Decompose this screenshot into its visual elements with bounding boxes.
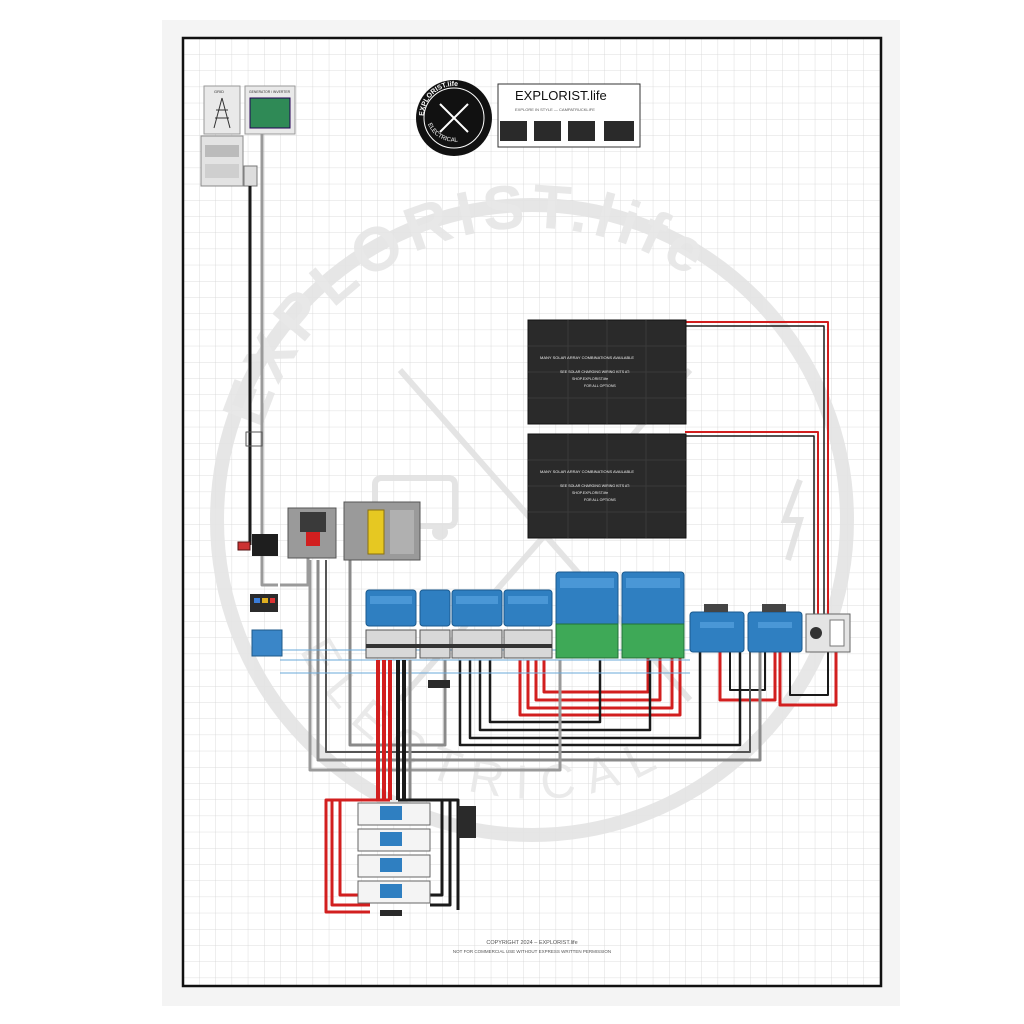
system-ground-symbol [428,680,450,688]
battery-4 [357,880,431,904]
ac-outlet [243,165,258,187]
distribution-panel-2 [343,501,421,561]
product-thumb-2 [534,121,561,141]
product-thumb-3 [568,121,595,141]
ac-breaker-panel [200,135,244,187]
watermark-bolt-icon [780,478,805,561]
solar-1-line-4: FOR ALL OPTIONS [584,384,616,388]
brand-title: EXPLORIST.life [515,88,607,103]
dc-components-left [237,534,283,657]
battery-isolator [252,534,278,556]
victron-orion-2 [419,589,451,627]
battery-1 [357,802,431,826]
sheet-border [181,36,883,988]
product-thumb-4 [604,121,634,141]
solar-charge-controller-2 [747,604,803,653]
grid-label: GRID [214,89,224,94]
brand-header: EXPLORIST.life ELECTRICAL EXPLORIST.life… [416,80,641,156]
solar-2-line-1: MANY SOLAR ARRAY COMBINATIONS AVAILABLE [540,469,634,474]
solar-1-line-3: SHOP.EXPLORIST.life [572,377,608,381]
busbar-row [365,629,553,659]
solar-disconnect [805,613,851,653]
victron-orion-4 [503,589,553,627]
battery-3 [357,854,431,878]
distribution-panel-1 [287,507,337,559]
fuse-holder [237,541,251,551]
solar-2-line-2: SEE SOLAR CHARGING WIRING KITS AT: [560,484,630,488]
battery-monitor-shunt [251,629,283,657]
generator-label: GENERATOR / INVERTER [249,90,291,94]
victron-orion-1 [365,589,417,627]
solar-1-line-1: MANY SOLAR ARRAY COMBINATIONS AVAILABLE [540,355,634,360]
solar-array-2: MANY SOLAR ARRAY COMBINATIONS AVAILABLE … [527,433,687,539]
solar-2-line-3: SHOP.EXPLORIST.life [572,491,608,495]
solar-array-1: MANY SOLAR ARRAY COMBINATIONS AVAILABLE … [527,319,687,425]
footer-copyright: COPYRIGHT 2024 – EXPLORIST.life [486,940,577,946]
power-tower-icon [213,97,231,129]
shore-power-section: GRID GENERATOR / INVERTER [200,85,296,187]
victron-orion-3 [451,589,503,627]
battery-switch [380,910,402,916]
wiring [245,134,838,914]
footer-notice: NOT FOR COMMERCIAL USE WITHOUT EXPRESS W… [453,949,611,954]
product-thumb-1 [500,121,527,141]
solar-1-line-2: SEE SOLAR CHARGING WIRING KITS AT: [560,370,630,374]
battery-fuse-block [458,806,476,838]
solar-charge-controller-1 [689,604,745,653]
battery-2 [357,828,431,852]
generator-icon [249,97,291,129]
brand-tagline: EXPLORE IN STYLE — CAMPATRUCKLIFE [515,107,595,112]
solar-2-line-4: FOR ALL OPTIONS [584,498,616,502]
victron-multiplus-1 [555,571,619,659]
victron-multiplus-2 [621,571,685,659]
battery-bank [357,802,476,916]
